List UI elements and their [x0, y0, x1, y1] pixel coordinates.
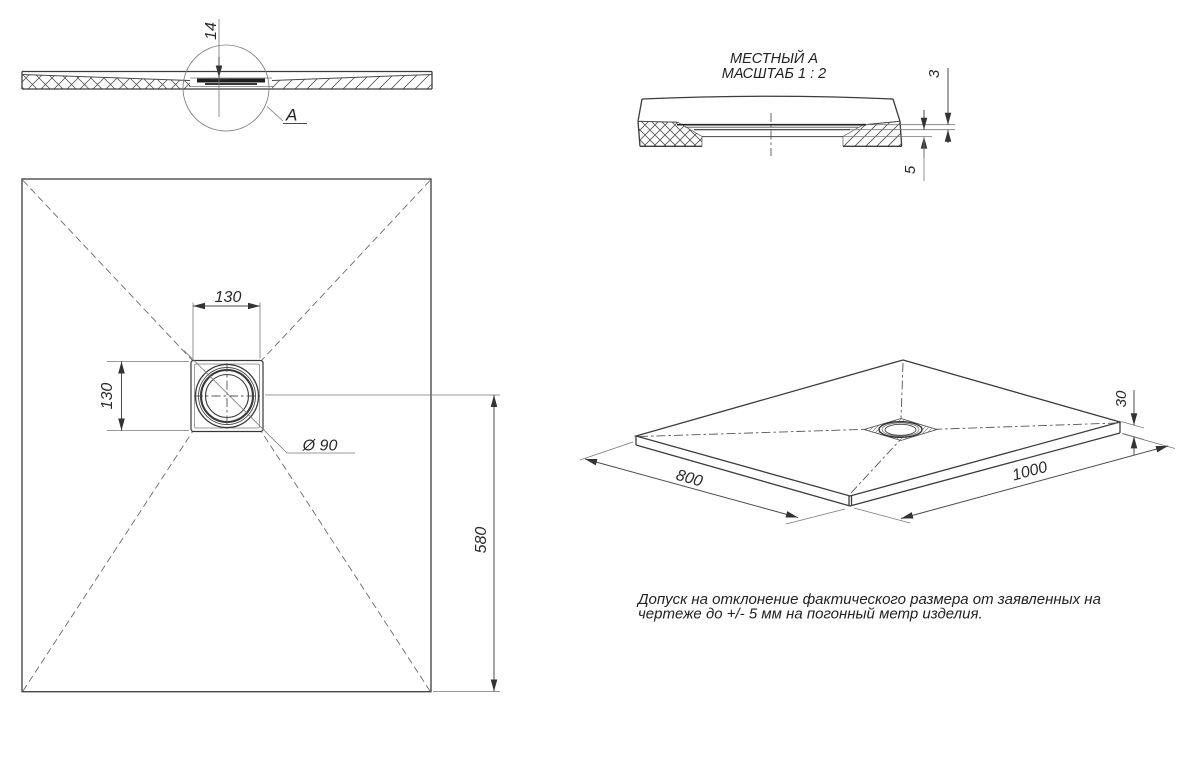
dim-800: 800	[579, 441, 846, 525]
dim-800-label: 800	[674, 467, 704, 491]
dim-580-label: 580	[473, 527, 490, 554]
dim-1000-label: 1000	[1010, 459, 1049, 485]
dim-1000: 1000	[853, 433, 1176, 524]
isometric-view: 800 1000 30	[579, 359, 1176, 525]
dim-5-label: 5	[902, 165, 919, 174]
tolerance-note-line1: Допуск на отклонение фактического размер…	[636, 591, 1101, 608]
dim-130-left: 130	[99, 361, 189, 431]
dim-130-top: 130	[192, 289, 261, 359]
dim-30: 30	[1113, 390, 1145, 455]
detail-scale: МАСШТАБ 1 : 2	[722, 66, 826, 82]
detail-title: МЕСТНЫЙ А	[730, 49, 818, 67]
dim-diameter-label: Ø 90	[302, 438, 338, 455]
section-hatch-right	[272, 74, 432, 89]
section-view: 14 A	[21, 19, 433, 132]
tolerance-note-line2: чертеже до +/- 5 мм на погонный метр изд…	[638, 606, 983, 623]
detail-view-a: МЕСТНЫЙ А МАСШТАБ 1 : 2 3	[637, 49, 955, 181]
tray-outline-plan	[21, 178, 432, 693]
dim-30-label: 30	[1113, 390, 1130, 407]
dim-14: 14	[203, 19, 229, 117]
drain-cover-section	[197, 78, 265, 83]
dim-3: 3	[850, 68, 955, 143]
plan-view: Ø 90 130 130 580	[21, 178, 500, 693]
tray-top-face	[633, 359, 1123, 497]
dim-130-left-label: 130	[99, 383, 116, 410]
drain-plan	[190, 359, 264, 433]
tolerance-note: Допуск на отклонение фактического размер…	[636, 591, 1101, 623]
detail-a-marker-label: A	[285, 106, 297, 125]
dim-130-top-label: 130	[215, 289, 242, 306]
drain-isometric	[862, 418, 939, 441]
dim-580: 580	[265, 394, 500, 692]
dim-5: 5	[843, 110, 932, 181]
section-hatch-left	[22, 74, 190, 89]
dim-3-label: 3	[926, 69, 943, 78]
detail-a-circle	[182, 44, 270, 132]
dim-14-label: 14	[203, 22, 220, 40]
dim-diameter: Ø 90	[183, 350, 355, 455]
